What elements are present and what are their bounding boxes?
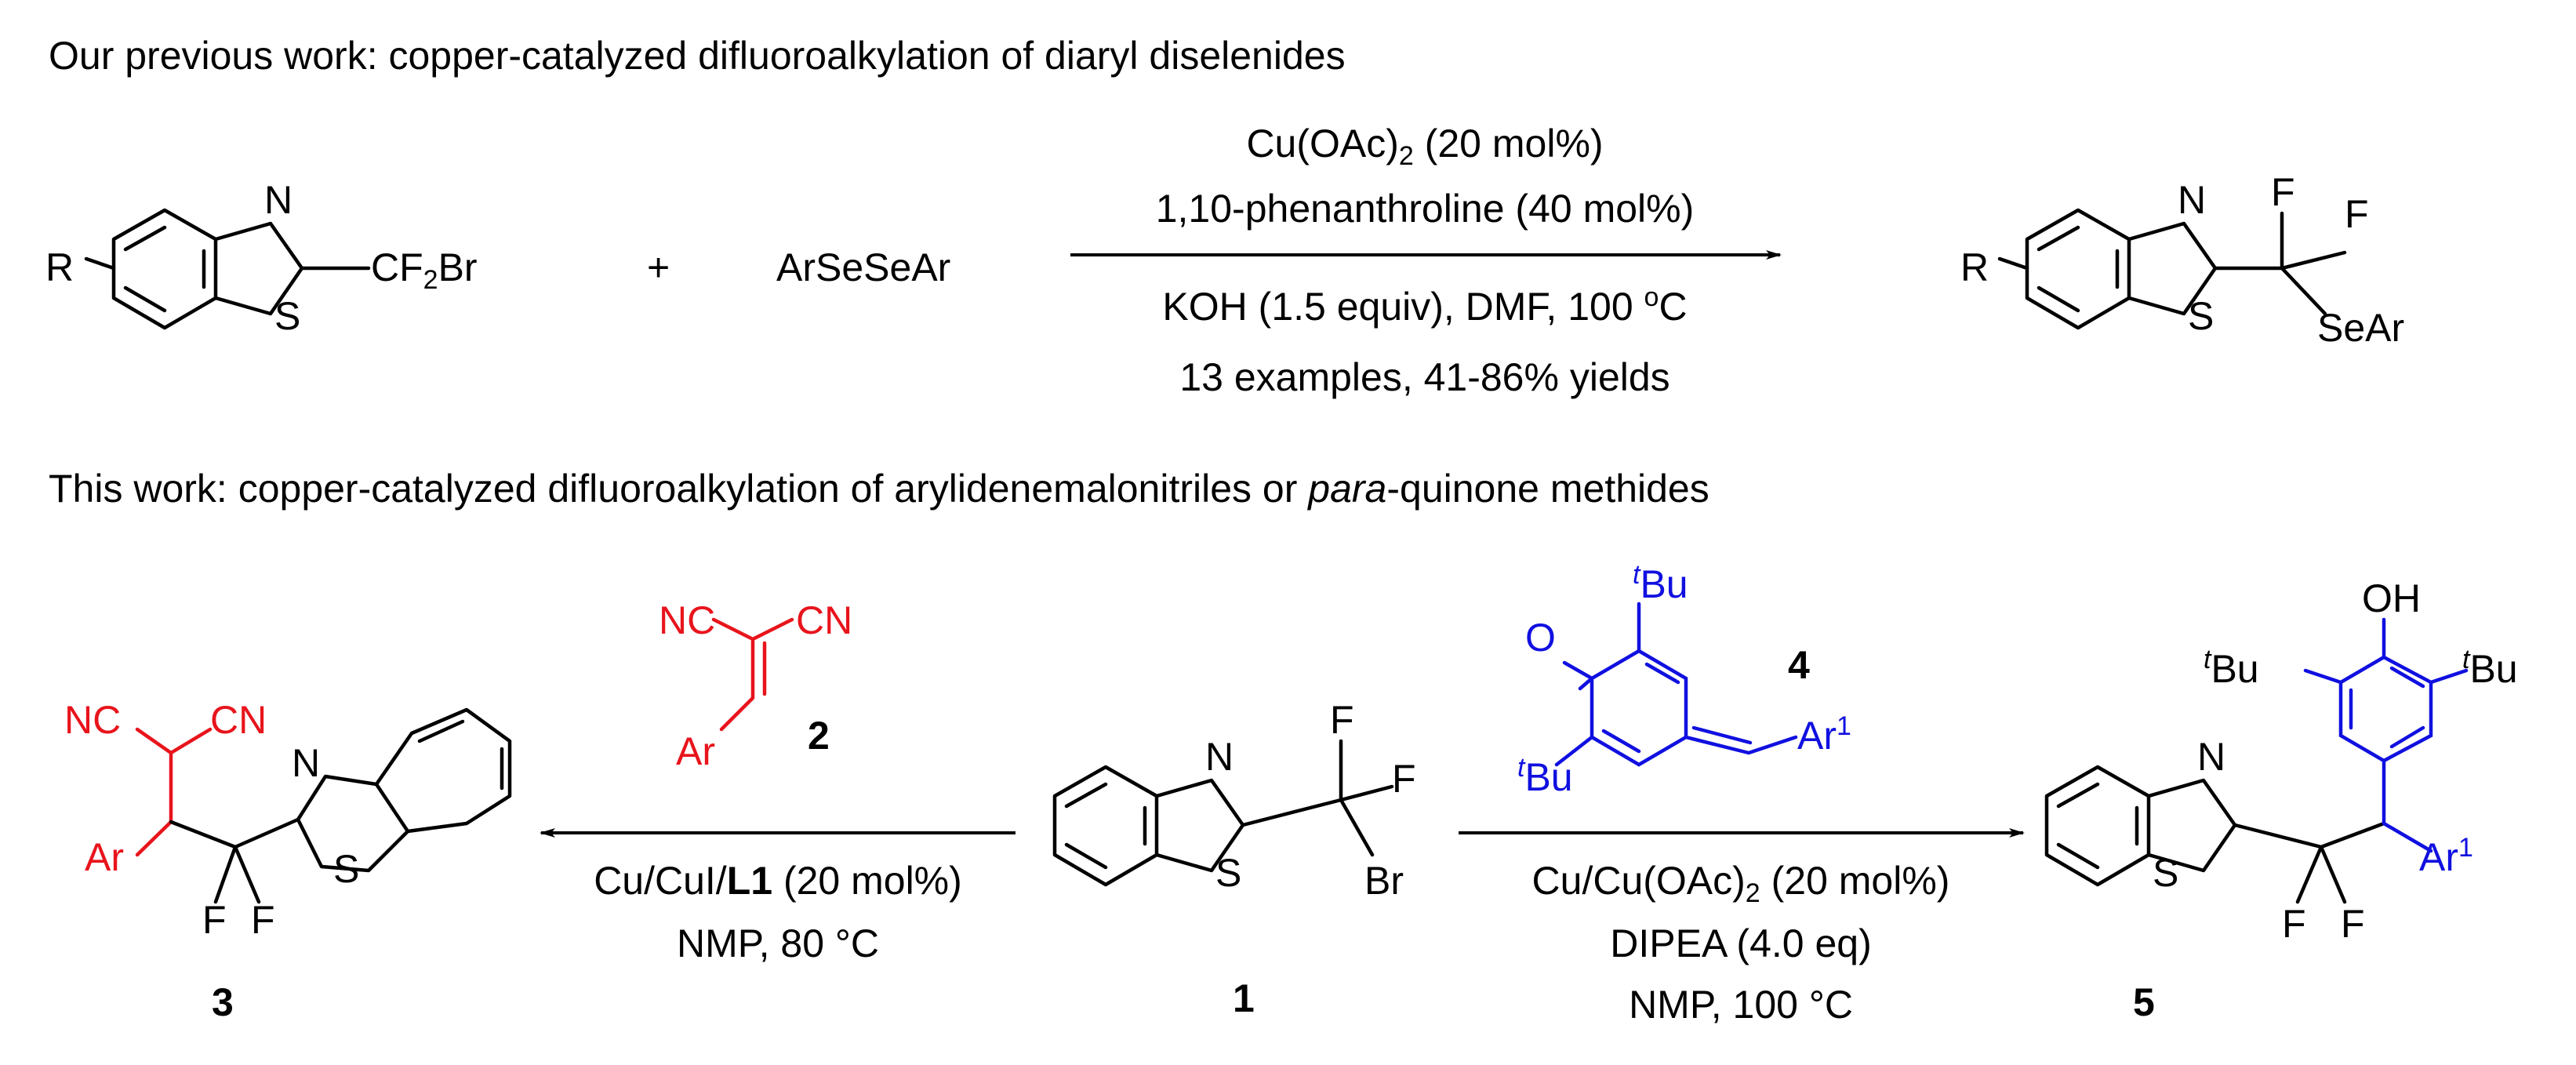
compound-label-5: 5 [2133,980,2155,1024]
atom-f: F [202,898,227,942]
diselenide-reagent: ArSeSeAr [776,245,950,289]
tbu-group: tBu [1633,560,1688,606]
previous-product: R N S F F SeAr [1960,170,2404,350]
compound-label-4: 4 [1788,643,1810,687]
atom-f: F [2282,902,2306,946]
plus-sign: + [647,245,670,289]
product-5: N S F F OH tBu tBu Ar1 5 [2044,576,2518,1024]
aryl-ar1: Ar1 [2419,833,2473,879]
tbu-group: tBu [2462,645,2518,691]
compound-1: N S F F Br 1 [1052,698,1416,1020]
reagent-2: NC CN Ar 2 [659,598,852,773]
atom-f: F [1330,698,1354,742]
left-cond-catalyst: Cu/CuI/L1 (20 mol%) [594,859,962,903]
atom-oh: OH [2362,576,2421,620]
nitrile-nc: NC [64,698,121,742]
atom-f: F [251,898,275,942]
nitrile-cn: CN [796,598,852,642]
tbu-group: tBu [2204,645,2259,691]
atom-br: Br [1364,859,1404,903]
right-cond-solvent: NMP, 100 °C [1629,983,1853,1027]
compound-label-1: 1 [1233,976,1255,1020]
this-work-header-prefix: This work: copper-catalyzed difluoroalky… [49,467,1308,511]
previous-work-header: Our previous work: copper-catalyzed difl… [49,34,1346,78]
compound-label-3: 3 [212,980,234,1024]
compound-label-2: 2 [808,714,830,758]
atom-s: S [2188,294,2214,338]
tbu-group: tBu [1517,753,1573,799]
cond-scope: 13 examples, 41-86% yields [1179,355,1669,399]
atom-f: F [2341,902,2365,946]
substituent-r: R [1960,245,1989,289]
aryl-ar1: Ar1 [1797,711,1851,758]
this-work-header-suffix: -quinone methides [1386,467,1709,511]
this-work-header-italic: para [1306,467,1386,511]
nitrile-cn: CN [210,698,267,742]
aryl-ar: Ar [85,835,124,879]
this-work-header: This work: copper-catalyzed difluoroalky… [49,467,1709,511]
aryl-ar: Ar [676,729,715,773]
atom-f: F [2345,192,2369,236]
nitrile-nc: NC [659,598,715,642]
right-cond-base: DIPEA (4.0 eq) [1610,921,1872,965]
atom-o: O [1525,616,1556,660]
previous-substrate: R N S CF2Br [45,178,478,338]
atom-s: S [333,847,359,891]
atom-n: N [2178,178,2206,222]
cf2br-group: CF2Br [371,245,478,295]
seleno-group: SeAr [2317,306,2404,350]
atom-n: N [1205,735,1234,779]
atom-s: S [2153,851,2178,895]
left-cond-solvent: NMP, 80 °C [677,921,879,965]
cond-base: KOH (1.5 equiv), DMF, 100 oC [1162,282,1687,329]
atom-f: F [2271,170,2295,214]
atom-s: S [1215,851,1241,895]
atom-f: F [1392,757,1416,801]
atom-s: S [274,294,300,338]
right-cond-catalyst: Cu/Cu(OAc)2 (20 mol%) [1532,859,1950,908]
atom-n: N [292,741,320,785]
atom-n: N [2197,735,2225,779]
atom-n: N [264,178,292,222]
reagent-4: O tBu tBu Ar1 4 [1517,560,1851,799]
cond-ligand: 1,10-phenanthroline (40 mol%) [1156,187,1695,231]
product-3: NC CN Ar N S F F 3 [64,698,512,1024]
substituent-r: R [45,245,74,289]
cond-catalyst: Cu(OAc)2 (20 mol%) [1246,122,1603,171]
